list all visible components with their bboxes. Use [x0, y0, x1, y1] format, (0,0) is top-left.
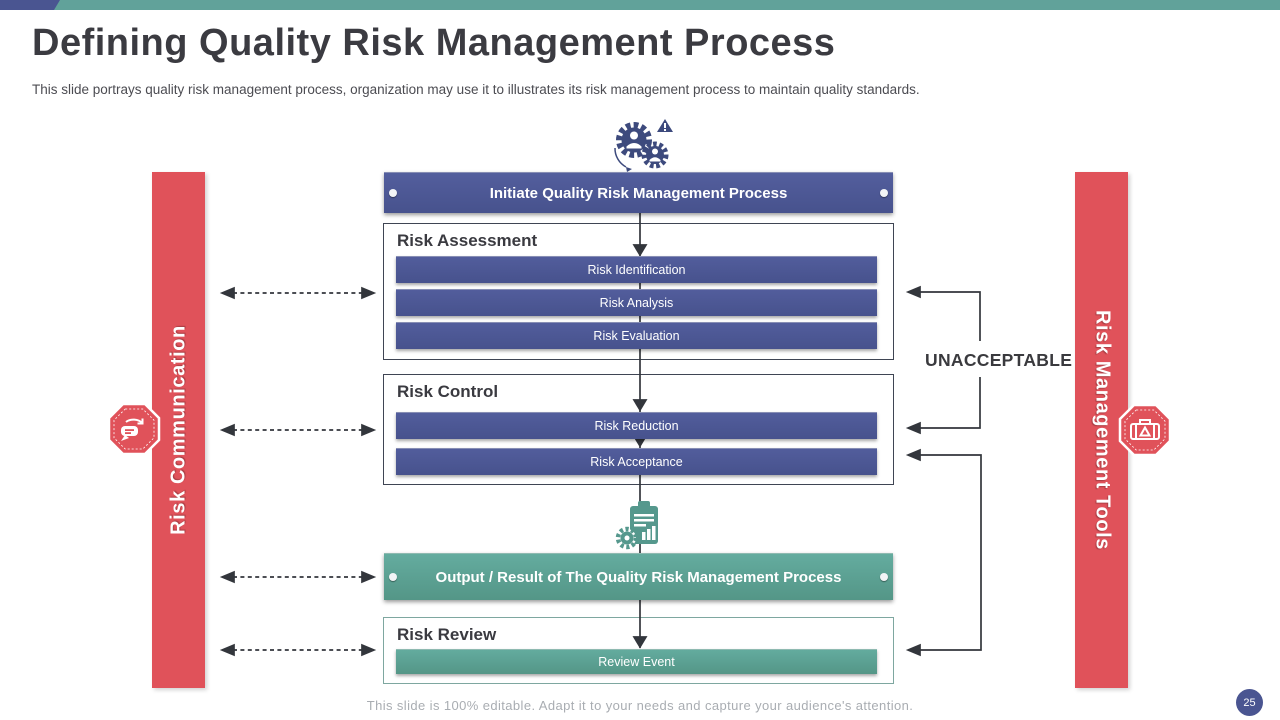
arrowhead-left-icon — [905, 421, 921, 435]
risk-analysis-bar: Risk Analysis — [396, 289, 877, 316]
connector-dot — [389, 573, 397, 581]
gears-team-warning-icon — [614, 119, 673, 172]
risk-acceptance-bar: Risk Acceptance — [396, 448, 877, 475]
arrowhead-left-icon — [905, 285, 921, 299]
risk-reduction-bar: Risk Reduction — [396, 412, 877, 439]
page-subtitle: This slide portrays quality risk managem… — [32, 82, 920, 97]
initiate-process-label: Initiate Quality Risk Management Process — [489, 184, 788, 202]
review-event-bar: Review Event — [396, 649, 877, 674]
risk-assessment-title: Risk Assessment — [397, 231, 538, 250]
risk-communication-label: Risk Communication — [167, 325, 189, 535]
arrowhead-left-icon — [905, 643, 921, 657]
page-title: Defining Quality Risk Management Process — [32, 22, 836, 64]
connector-dot — [880, 573, 888, 581]
output-result-bar: Output / Result of The Quality Risk Mana… — [384, 553, 893, 600]
unacceptable-connectors — [919, 291, 982, 651]
connector-dot — [880, 189, 888, 197]
unacceptable-label: UNACCEPTABLE — [925, 350, 1073, 370]
clipboard-gear-chart-icon — [615, 501, 658, 550]
output-result-label: Output / Result of The Quality Risk Mana… — [435, 568, 842, 586]
arrowhead-left-icon — [905, 448, 921, 462]
page-number-badge: 25 — [1236, 689, 1263, 716]
risk-evaluation-bar: Risk Evaluation — [396, 322, 877, 349]
stop-sign-toolbox-icon — [1118, 403, 1172, 457]
risk-assessment-box: Risk Assessment Risk Identification Risk… — [383, 223, 894, 360]
risk-communication-banner: Risk Communication — [152, 172, 205, 688]
top-accent-strip-indigo — [0, 0, 60, 10]
footer-note: This slide is 100% editable. Adapt it to… — [366, 698, 914, 713]
stop-sign-chat-sync-icon — [107, 402, 161, 456]
risk-communication-dashed-arrows — [219, 286, 377, 657]
risk-identification-bar: Risk Identification — [396, 256, 877, 283]
risk-review-title: Risk Review — [397, 625, 497, 644]
top-accent-strip-teal — [54, 0, 1280, 10]
risk-management-tools-label: Risk Management Tools — [1091, 309, 1113, 551]
risk-control-box: Risk Control Risk Reduction Risk Accepta… — [383, 374, 894, 485]
risk-review-box: Risk Review Review Event — [383, 617, 894, 684]
risk-control-title: Risk Control — [397, 382, 499, 401]
initiate-process-bar: Initiate Quality Risk Management Process — [384, 172, 893, 213]
connector-dot — [389, 189, 397, 197]
